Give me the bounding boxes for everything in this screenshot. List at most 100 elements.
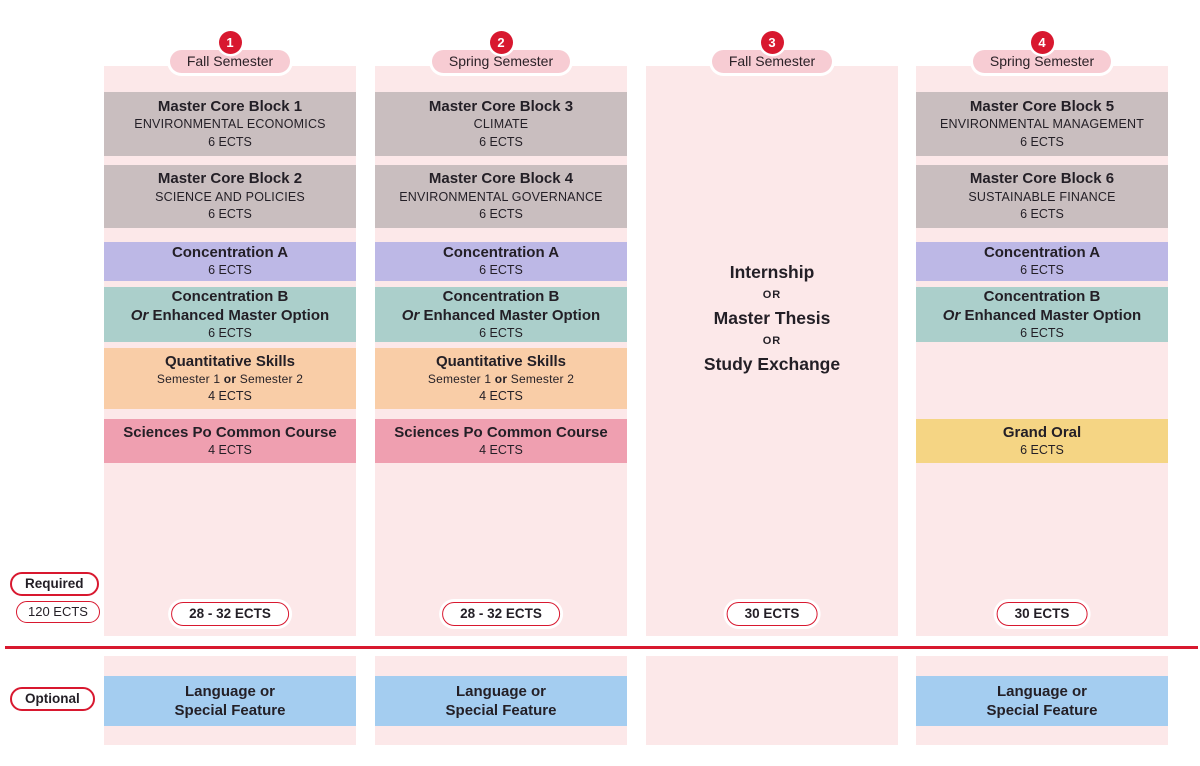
choice-option: Study Exchange — [703, 354, 841, 375]
block-ects: 6 ECTS — [1020, 263, 1064, 278]
optional-column-semester-3 — [646, 656, 898, 745]
block-title: Master Core Block 3 — [428, 97, 574, 115]
ects-total-pill: 28 - 32 ECTS — [442, 602, 560, 626]
step-badge: 1 — [218, 31, 242, 54]
block-title: Master Core Block 2 — [157, 170, 303, 188]
program-column-semester-3: Internship OR Master Thesis OR Study Exc… — [646, 66, 898, 636]
block-alt-title: Or Enhanced Master Option — [402, 306, 600, 325]
block-ects: 6 ECTS — [208, 325, 252, 340]
block-title: Master Core Block 4 — [428, 170, 574, 188]
ects-total-pill: 30 ECTS — [726, 602, 818, 626]
core-block: Master Core Block 2 SCIENCE AND POLICIES… — [104, 165, 356, 228]
block-subtitle: SCIENCE AND POLICIES — [155, 189, 305, 204]
language-feature-block: Language or Special Feature — [104, 676, 356, 726]
block-ects: 6 ECTS — [208, 134, 252, 149]
sub-left: Semester 1 — [156, 371, 221, 386]
choice-option: Internship — [729, 262, 815, 282]
language-feature-block: Language or Special Feature — [375, 676, 627, 726]
sub-right: Semester 2 — [510, 371, 575, 386]
block-title: Concentration A — [983, 244, 1101, 262]
concentration-b-block: Concentration B Or Enhanced Master Optio… — [375, 287, 627, 342]
concentration-b-block: Concentration B Or Enhanced Master Optio… — [916, 287, 1168, 342]
block-title: Grand Oral — [1002, 423, 1082, 441]
block-ects: 4 ECTS — [208, 442, 252, 457]
optional-column-semester-2: Language or Special Feature — [375, 656, 627, 745]
total-ects-pill: 120 ECTS — [16, 601, 100, 623]
block-subtitle: Semester 1 or Semester 2 — [157, 371, 303, 388]
column-header-2: 2 Spring Semester — [375, 31, 627, 73]
ects-total-pill: 30 ECTS — [996, 602, 1088, 626]
required-optional-divider — [5, 646, 1198, 649]
semester-label-pill: Fall Semester — [169, 50, 291, 73]
or-prefix: Or — [401, 306, 420, 324]
program-column-semester-1: Master Core Block 1 ENVIRONMENTAL ECONOM… — [104, 66, 356, 636]
block-title: Concentration B — [983, 287, 1101, 305]
concentration-b-block: Concentration B Or Enhanced Master Optio… — [104, 287, 356, 342]
alt-rest: Enhanced Master Option — [152, 306, 330, 324]
concentration-a-block: Concentration A 6 ECTS — [916, 242, 1168, 281]
block-ects: 6 ECTS — [1020, 207, 1064, 222]
optional-column-semester-1: Language or Special Feature — [104, 656, 356, 745]
optional-line: Special Feature — [986, 702, 1098, 719]
optional-column-semester-4: Language or Special Feature — [916, 656, 1168, 745]
block-ects: 4 ECTS — [208, 388, 252, 403]
core-block: Master Core Block 4 ENVIRONMENTAL GOVERN… — [375, 165, 627, 228]
grand-oral-block: Grand Oral 6 ECTS — [916, 419, 1168, 463]
block-title: Concentration B — [171, 287, 289, 305]
quantitative-skills-block: Quantitative Skills Semester 1 or Semest… — [104, 348, 356, 409]
language-feature-block: Language or Special Feature — [916, 676, 1168, 726]
block-title: Sciences Po Common Course — [394, 423, 608, 441]
block-subtitle: ENVIRONMENTAL ECONOMICS — [134, 117, 326, 132]
core-block: Master Core Block 5 ENVIRONMENTAL MANAGE… — [916, 92, 1168, 156]
optional-line: Special Feature — [445, 702, 557, 719]
block-ects: 6 ECTS — [1020, 134, 1064, 149]
block-ects: 6 ECTS — [479, 325, 523, 340]
semester-label-pill: Spring Semester — [431, 50, 571, 73]
step-badge: 3 — [760, 31, 784, 54]
block-title: Concentration A — [442, 244, 560, 262]
sub-or: or — [223, 371, 237, 386]
sub-right: Semester 2 — [239, 371, 304, 386]
or-prefix: Or — [942, 306, 961, 324]
common-course-block: Sciences Po Common Course 4 ECTS — [104, 419, 356, 463]
block-title: Master Core Block 1 — [157, 97, 303, 115]
concentration-a-block: Concentration A 6 ECTS — [104, 242, 356, 281]
block-subtitle: ENVIRONMENTAL MANAGEMENT — [939, 117, 1145, 132]
block-title: Concentration A — [171, 244, 289, 262]
common-course-block: Sciences Po Common Course 4 ECTS — [375, 419, 627, 463]
block-subtitle: SUSTAINABLE FINANCE — [968, 189, 1116, 204]
block-subtitle: ENVIRONMENTAL GOVERNANCE — [399, 189, 603, 204]
block-title: Concentration B — [442, 287, 560, 305]
block-alt-title: Or Enhanced Master Option — [943, 306, 1141, 325]
block-title: Quantitative Skills — [164, 352, 296, 370]
optional-line: Language or — [455, 682, 546, 700]
sub-or: or — [494, 371, 508, 386]
semester-label-pill: Spring Semester — [972, 50, 1112, 73]
block-ects: 6 ECTS — [208, 263, 252, 278]
optional-line: Language or — [996, 682, 1087, 700]
program-column-semester-4: Master Core Block 5 ENVIRONMENTAL MANAGE… — [916, 66, 1168, 636]
block-title: Master Core Block 6 — [969, 170, 1115, 188]
core-block: Master Core Block 1 ENVIRONMENTAL ECONOM… — [104, 92, 356, 156]
ects-total-pill: 28 - 32 ECTS — [171, 602, 289, 626]
quantitative-skills-block: Quantitative Skills Semester 1 or Semest… — [375, 348, 627, 409]
block-ects: 6 ECTS — [1020, 442, 1064, 457]
choice-option: Master Thesis — [713, 308, 831, 329]
block-ects: 6 ECTS — [479, 263, 523, 278]
step-badge: 2 — [489, 31, 513, 54]
block-ects: 6 ECTS — [208, 207, 252, 222]
alt-rest: Enhanced Master Option — [964, 306, 1142, 324]
choice-or: OR — [762, 335, 782, 348]
block-ects: 6 ECTS — [479, 134, 523, 149]
block-ects: 4 ECTS — [479, 442, 523, 457]
block-subtitle: Semester 1 or Semester 2 — [428, 371, 574, 388]
core-block: Master Core Block 6 SUSTAINABLE FINANCE … — [916, 165, 1168, 228]
optional-line: Special Feature — [174, 702, 286, 719]
sub-left: Semester 1 — [427, 371, 492, 386]
optional-pill: Optional — [10, 687, 95, 711]
block-ects: 6 ECTS — [1020, 325, 1064, 340]
block-ects: 4 ECTS — [479, 388, 523, 403]
block-title: Master Core Block 5 — [969, 97, 1115, 115]
column-header-4: 4 Spring Semester — [916, 31, 1168, 73]
